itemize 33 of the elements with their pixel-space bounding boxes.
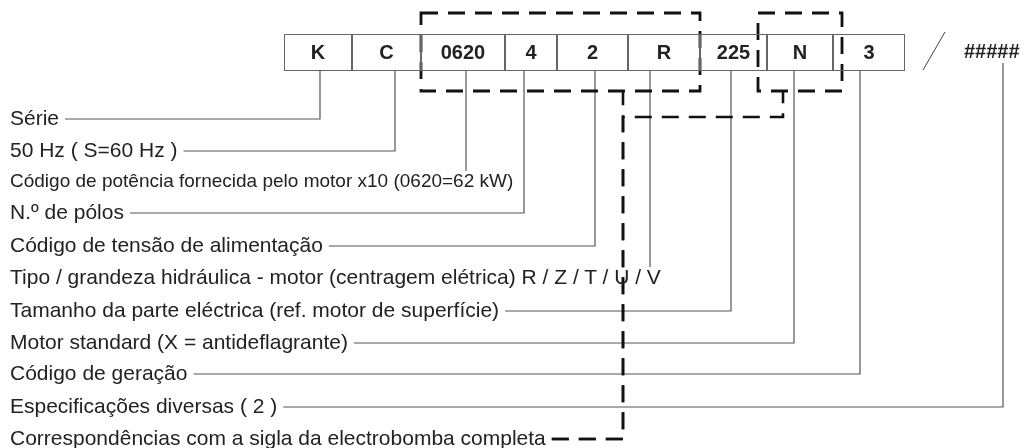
- leader-line: [282, 62, 1004, 408]
- code-cell: K: [284, 34, 352, 71]
- code-cell: N: [767, 34, 833, 71]
- code-cell: R: [628, 34, 700, 71]
- leader-line: [192, 70, 861, 375]
- description-text: Código de potência fornecida pelo motor x10 (0620=62 kW): [10, 170, 514, 192]
- leader-line: [353, 70, 795, 344]
- description-text: N.º de pólos: [10, 201, 124, 223]
- leader-line: [182, 70, 396, 152]
- code-cell: 225: [700, 34, 767, 71]
- description-text: Especificações diversas ( 2 ): [10, 395, 278, 417]
- leader-line: [465, 70, 467, 172]
- description-text: Tipo / grandeza hidráulica - motor (centragem elétrica) R / Z / T / U / V: [10, 266, 661, 288]
- code-cell: C: [352, 34, 421, 71]
- leader-line: [504, 70, 732, 312]
- leader-line: [551, 91, 785, 441]
- leader-line: [129, 70, 525, 214]
- code-cell: 2: [557, 34, 628, 71]
- dashed-bracket-box: [419, 11, 702, 93]
- leader-line: [328, 70, 596, 247]
- leader-line: [649, 70, 651, 268]
- dashed-bracket-box: [756, 11, 844, 93]
- description-text: Motor standard (X = antideflagrante): [10, 331, 348, 353]
- description-text: 50 Hz ( S=60 Hz ): [10, 139, 178, 161]
- description-text: Código de geração: [10, 362, 188, 384]
- description-text: Código de tensão de alimentação: [10, 234, 323, 256]
- code-cell: 4: [505, 34, 557, 71]
- code-text: #####: [964, 40, 1020, 63]
- description-text: Tamanho da parte eléctrica (ref. motor de superfície): [10, 299, 500, 321]
- leader-line: [64, 70, 321, 120]
- code-cell: 3: [833, 34, 905, 71]
- description-text: Série: [10, 107, 60, 129]
- code-cell: 0620: [421, 34, 505, 71]
